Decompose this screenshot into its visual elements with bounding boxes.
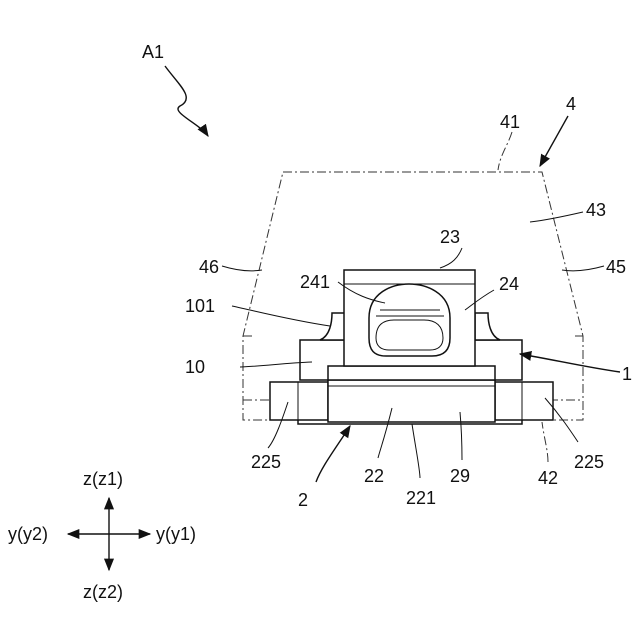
label-4: 4 <box>566 94 576 114</box>
axis-label-down: z(z2) <box>83 582 123 602</box>
label-225-left: 225 <box>251 452 281 472</box>
coordinate-axes: z(z1) z(z2) y(y2) y(y1) <box>8 469 196 602</box>
label-10: 10 <box>185 357 205 377</box>
label-41: 41 <box>500 112 520 132</box>
label-2: 2 <box>298 490 308 510</box>
label-101: 101 <box>185 296 215 316</box>
axis-label-right: y(y1) <box>156 524 196 544</box>
label-42: 42 <box>538 468 558 488</box>
axis-label-left: y(y2) <box>8 524 48 544</box>
label-A1: A1 <box>142 42 164 62</box>
label-221: 221 <box>406 488 436 508</box>
label-225-right: 225 <box>574 452 604 472</box>
label-241: 241 <box>300 272 330 292</box>
label-24: 24 <box>499 274 519 294</box>
label-22: 22 <box>364 466 384 486</box>
label-43: 43 <box>586 200 606 220</box>
label-45: 45 <box>606 257 626 277</box>
label-23: 23 <box>440 227 460 247</box>
label-29: 29 <box>450 466 470 486</box>
label-46: 46 <box>199 257 219 277</box>
axis-label-up: z(z1) <box>83 469 123 489</box>
label-1: 1 <box>622 364 632 384</box>
